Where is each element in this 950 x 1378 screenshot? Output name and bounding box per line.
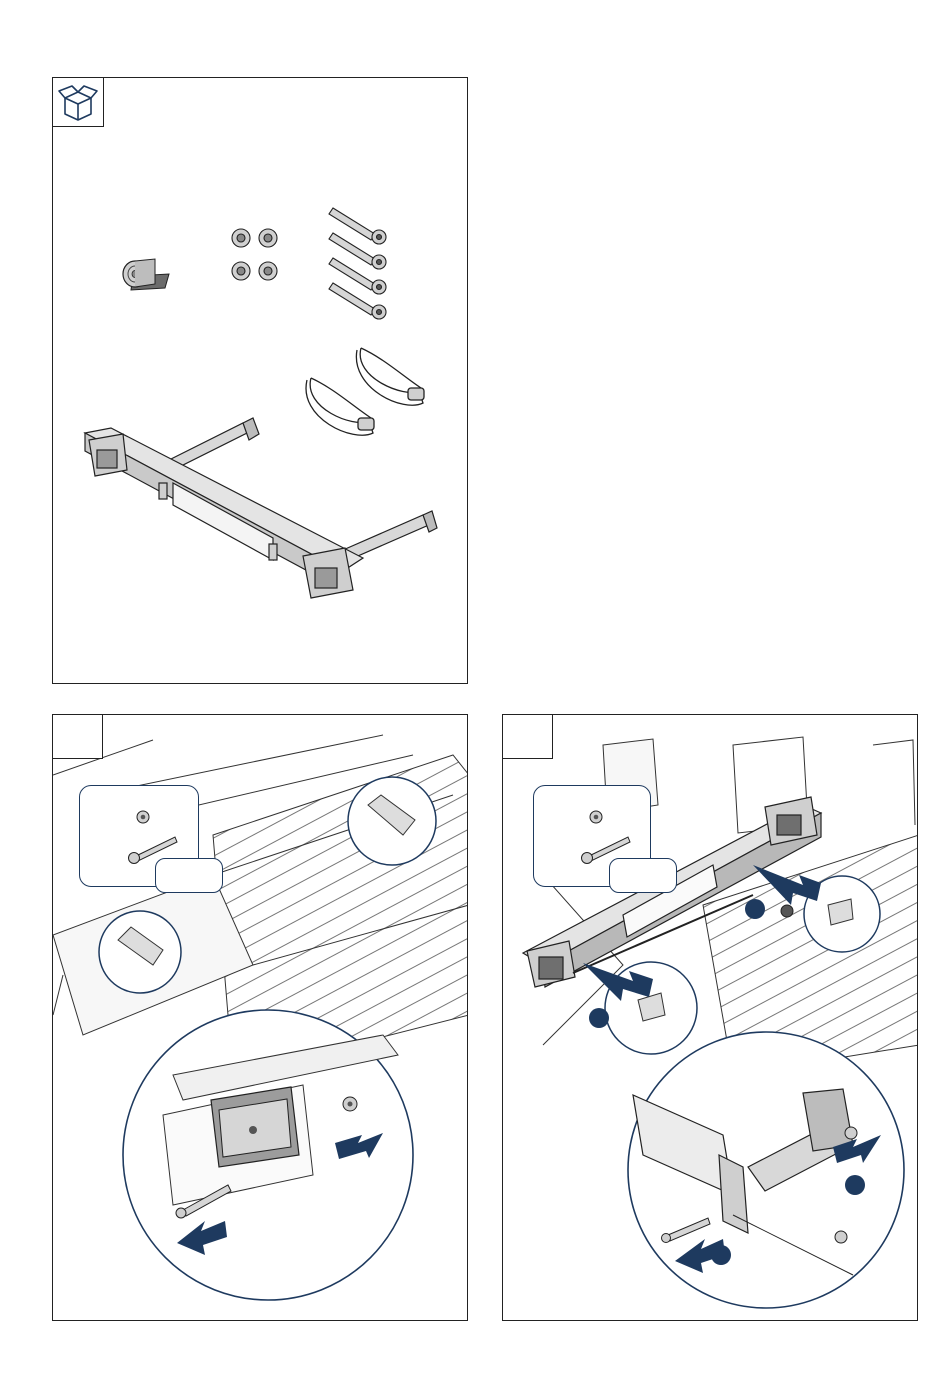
step-number-tab bbox=[502, 714, 553, 759]
parts-panel bbox=[52, 77, 468, 684]
parts-drawing bbox=[53, 78, 468, 684]
step2-panel bbox=[502, 714, 918, 1321]
step-number-tab bbox=[52, 714, 103, 759]
tape-roll-part bbox=[123, 259, 169, 290]
clips-part bbox=[306, 348, 424, 435]
quantity-label bbox=[609, 858, 677, 893]
step-marker-1 bbox=[589, 1008, 609, 1028]
quantity-label bbox=[155, 858, 223, 893]
step-marker-3 bbox=[845, 1175, 865, 1195]
carrier-bar-part bbox=[85, 418, 437, 598]
nuts-part bbox=[232, 229, 277, 280]
bolts-part bbox=[329, 208, 386, 319]
step-marker-2 bbox=[745, 899, 765, 919]
zoom-detail bbox=[123, 1010, 413, 1300]
step1-panel bbox=[52, 714, 468, 1321]
step-marker-4 bbox=[711, 1245, 731, 1265]
zoom-detail bbox=[628, 1032, 904, 1308]
